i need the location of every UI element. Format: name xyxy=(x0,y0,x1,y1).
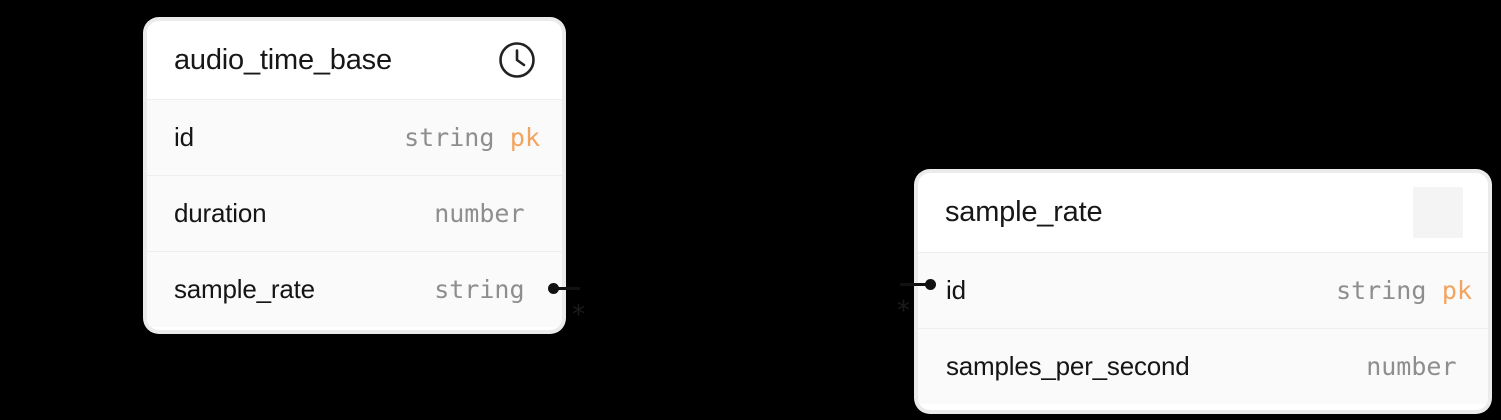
field-name: sample_rate xyxy=(174,274,315,304)
entity-field-row[interactable]: sample_rate string xyxy=(147,251,562,327)
field-name: id xyxy=(174,122,194,152)
entity-card-sample-rate[interactable]: sample_rate id string pk samples_per_sec… xyxy=(914,169,1492,414)
field-name: duration xyxy=(174,198,267,228)
field-type: string pk xyxy=(1336,276,1472,305)
field-type-text: number xyxy=(434,199,525,228)
entity-card-body: sample_rate id string pk samples_per_sec… xyxy=(918,173,1488,410)
cardinality-marker-target: * xyxy=(897,296,910,326)
field-type-text: string xyxy=(1336,276,1427,305)
entity-header[interactable]: sample_rate xyxy=(918,173,1488,252)
field-key-badge: pk xyxy=(1441,276,1472,305)
field-type: number xyxy=(434,199,540,228)
entity-title: audio_time_base xyxy=(174,43,392,76)
entity-card-audio-time-base[interactable]: audio_time_base id string pk duration xyxy=(143,17,566,334)
entity-header[interactable]: audio_time_base xyxy=(147,21,562,99)
field-type: string pk xyxy=(404,123,540,152)
field-name: id xyxy=(946,275,966,305)
entity-field-row[interactable]: samples_per_second number xyxy=(918,328,1488,404)
field-type: number xyxy=(1366,352,1472,381)
entity-field-row[interactable]: duration number xyxy=(147,175,562,251)
entity-field-row[interactable]: id string pk xyxy=(918,252,1488,328)
field-type-text: number xyxy=(1366,352,1457,381)
icon-placeholder xyxy=(1413,187,1463,238)
field-type-text: string xyxy=(434,275,525,304)
cardinality-marker-source: * xyxy=(572,300,585,330)
entity-title: sample_rate xyxy=(945,196,1103,228)
clock-icon xyxy=(497,40,537,80)
entity-card-body: audio_time_base id string pk duration xyxy=(147,21,562,330)
field-type-text: string xyxy=(404,123,495,152)
field-name: samples_per_second xyxy=(946,351,1190,381)
field-key-badge: pk xyxy=(509,123,540,152)
field-type: string xyxy=(434,275,540,304)
entity-field-row[interactable]: id string pk xyxy=(147,99,562,175)
